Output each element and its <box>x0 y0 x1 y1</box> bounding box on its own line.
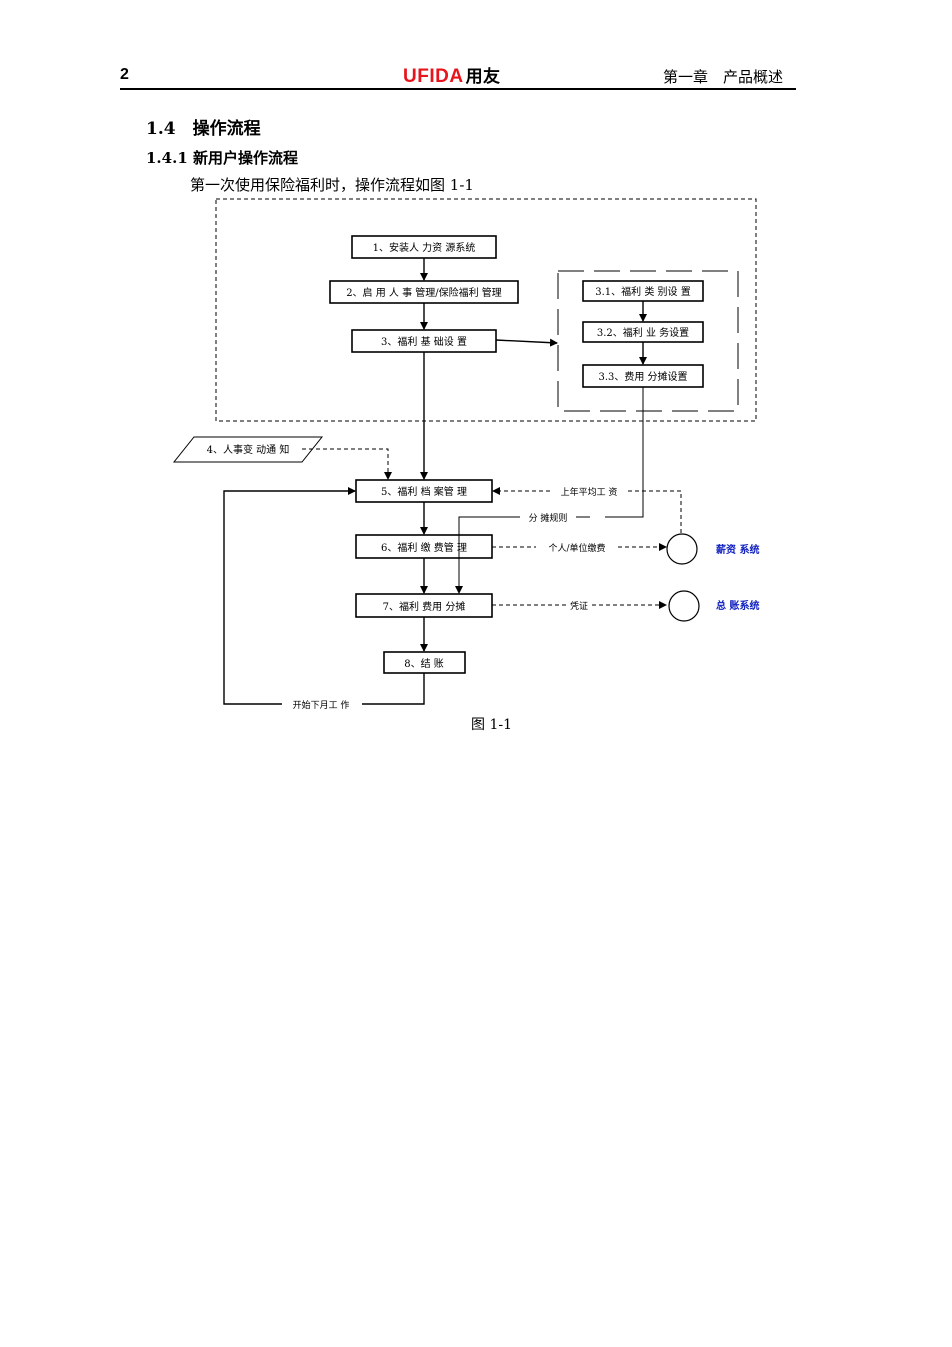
header-rule <box>120 88 796 90</box>
arrow-3-to-substeps <box>495 338 558 347</box>
alloc-rule-line-left <box>455 516 520 594</box>
subsection-heading: 1.4.1 新用户操作流程 <box>146 149 298 167</box>
basic-settings-frame <box>557 270 739 412</box>
step1-label: 1、安装人 力资 源系统 <box>373 241 476 254</box>
step3-1-label: 3.1、福利 类 别设 置 <box>595 285 690 298</box>
salary-system-label: 薪资 系统 <box>716 543 759 556</box>
setup-group-frame <box>215 198 757 422</box>
intro-text: 第一次使用保险福利时，操作流程如图 1-1 <box>190 176 474 194</box>
loop-line-right <box>362 673 425 705</box>
step4-label: 4、人事变 动通 知 <box>207 443 290 456</box>
avg-wage-label: 上年平均工 资 <box>561 486 618 498</box>
avg-wage-line-right <box>628 490 682 533</box>
salary-system-circle <box>666 533 698 565</box>
ledger-system-label: 总 账系统 <box>716 599 759 612</box>
payment-label: 个人/单位缴费 <box>548 542 605 554</box>
page-number: 2 <box>120 66 129 83</box>
alloc-rule-label: 分 摊规则 <box>529 512 568 524</box>
step3-label: 3、福利 基 础设 置 <box>381 335 467 348</box>
logo-latin: UFIDA <box>403 66 464 87</box>
step4-notice-shape <box>172 436 324 463</box>
step5-label: 5、福利 档 案管 理 <box>381 485 467 498</box>
step3-3-label: 3.3、费用 分摊设置 <box>598 370 687 383</box>
step8-label: 8、结 账 <box>404 657 444 670</box>
alloc-rule-line-right <box>605 387 644 518</box>
step6-label: 6、福利 缴 费管 理 <box>381 541 467 554</box>
figure-caption: 图 1-1 <box>471 717 512 733</box>
ledger-system-circle <box>668 590 700 622</box>
voucher-label: 凭证 <box>570 600 588 612</box>
step7-label: 7、福利 费用 分摊 <box>383 600 466 613</box>
logo-cn: 用友 <box>465 67 501 87</box>
next-month-label: 开始下月工 作 <box>293 699 350 711</box>
step3-2-label: 3.2、福利 业 务设置 <box>597 326 689 339</box>
loop-line-left <box>223 487 356 705</box>
arrow-4-to-5 <box>302 448 392 480</box>
section-heading: 1.4 操作流程 <box>146 119 261 139</box>
step2-label: 2、启 用 人 事 管理/保险福利 管理 <box>346 286 502 299</box>
chapter-title: 第一章 产品概述 <box>663 68 784 86</box>
